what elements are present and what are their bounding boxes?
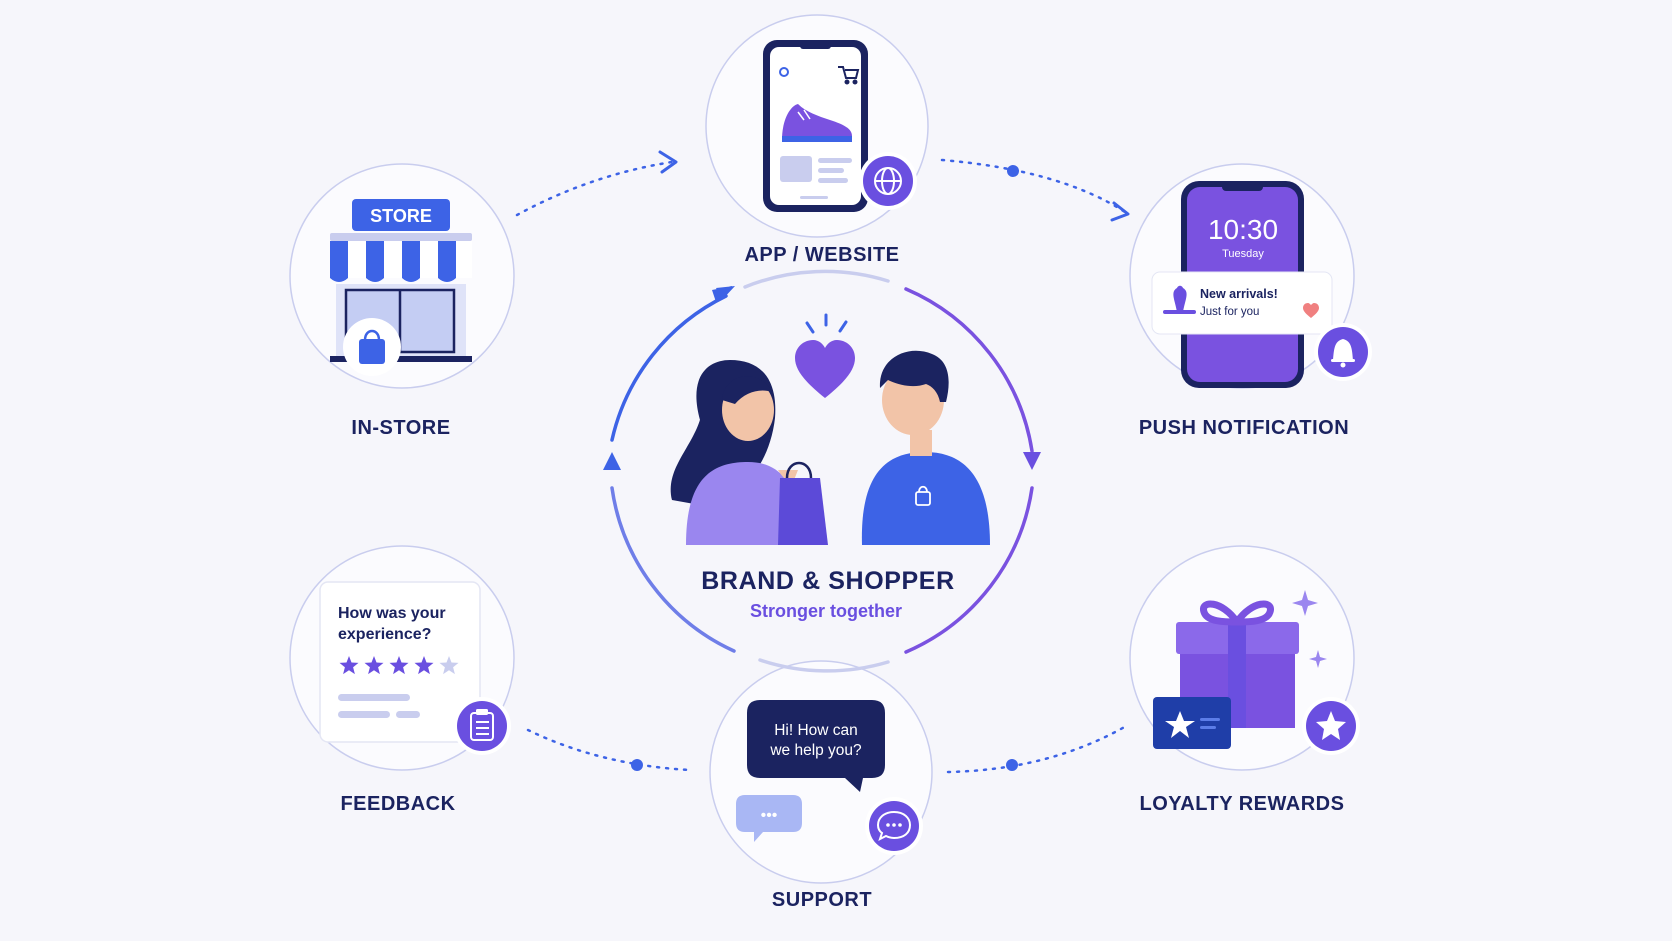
cart-icon [838, 66, 860, 85]
label-support: SUPPORT [771, 889, 873, 911]
ring-arrows [603, 286, 1041, 470]
star-icon [414, 656, 434, 675]
connector-support-loyalty [946, 723, 1130, 774]
heart-icon [1303, 303, 1319, 318]
center-subtitle: Stronger together [749, 601, 903, 621]
feedback-question-line1: How was your [338, 605, 446, 622]
loyalty-card [1153, 697, 1231, 749]
arrow-instore-app [658, 150, 678, 174]
label-in-store: IN-STORE [351, 417, 451, 439]
feedback-illustration: How was your experience? [319, 581, 511, 755]
center-ring [610, 269, 1034, 673]
globe-icon [859, 152, 917, 210]
connector-feedback-support [526, 728, 692, 772]
label-loyalty-rewards: LOYALTY REWARDS [1139, 793, 1345, 815]
ring-arrow-top-left [712, 286, 735, 302]
sneaker-image [782, 104, 852, 142]
store-awning [330, 241, 472, 282]
connector-markers [631, 150, 1130, 771]
ring-arrow-left [603, 452, 621, 470]
label-push-notification: PUSH NOTIFICATION [1138, 417, 1350, 439]
chat-icon [865, 797, 923, 855]
feedback-question-line2: experience? [338, 626, 431, 643]
store-sign [352, 199, 450, 231]
bell-icon [1163, 285, 1196, 314]
typing-bubble [736, 795, 802, 842]
star-icon [389, 656, 409, 675]
sparkle-icon [1292, 590, 1318, 616]
lock-screen-time: 10:30 [1208, 214, 1278, 245]
center-title: BRAND & SHOPPER [701, 567, 955, 595]
arrow-app-push [1110, 201, 1130, 222]
support-bubble-line2: we help you? [769, 742, 862, 759]
typing-indicator: ••• [761, 807, 778, 824]
menu-dot-icon [779, 67, 789, 77]
dot-feedback-support [631, 759, 643, 771]
support-bubble-line1: Hi! How can [774, 722, 858, 739]
connector-instore-app [515, 160, 674, 217]
sparkle-icon [1309, 650, 1327, 668]
woman-figure [670, 360, 800, 545]
clipboard-icon [453, 697, 511, 755]
support-illustration: Hi! How can we help you? ••• [736, 700, 923, 855]
ring-arrow-right [1023, 452, 1041, 470]
shopping-bag-icon [778, 461, 828, 545]
star-icon [364, 656, 384, 675]
support-speech-bubble [747, 700, 885, 792]
star-icon [1302, 697, 1360, 755]
dot-support-loyalty [1006, 759, 1018, 771]
label-feedback: FEEDBACK [340, 793, 456, 815]
lock-screen-day: Tuesday [1222, 248, 1264, 260]
star-icon [439, 656, 459, 675]
man-figure [861, 350, 990, 545]
shopping-bag-icon [343, 318, 401, 376]
label-app-website: APP / WEBSITE [744, 244, 900, 266]
sparkle-lines [805, 313, 848, 334]
ring-arc-right [904, 287, 1034, 453]
notification-body: Just for you [1200, 306, 1259, 318]
ring-arc-lower-left [610, 486, 736, 653]
rating-stars [339, 656, 459, 675]
notification-card [1151, 271, 1333, 335]
ring-arc-bottom [758, 658, 890, 673]
star-icon [339, 656, 359, 675]
in-store-illustration: STORE [330, 199, 472, 376]
ring-arc-left [610, 294, 728, 442]
connectors [515, 158, 1130, 774]
brand-shopper-illustration [670, 313, 990, 545]
heart-icon [795, 340, 855, 398]
connector-app-push [940, 158, 1127, 214]
bell-icon [1314, 323, 1372, 381]
shirt-bag-icon [915, 491, 931, 506]
ring-arc-lower-right [904, 486, 1034, 654]
dot-app-push [1007, 165, 1019, 177]
ring-arc-top [743, 269, 890, 289]
loyalty-rewards-illustration [1153, 590, 1360, 755]
store-sign-text: STORE [370, 206, 432, 226]
notification-title: New arrivals! [1200, 287, 1278, 301]
app-website-illustration [763, 40, 917, 212]
push-notification-illustration: 10:30 Tuesday New arrivals! Just for you [1151, 181, 1372, 388]
